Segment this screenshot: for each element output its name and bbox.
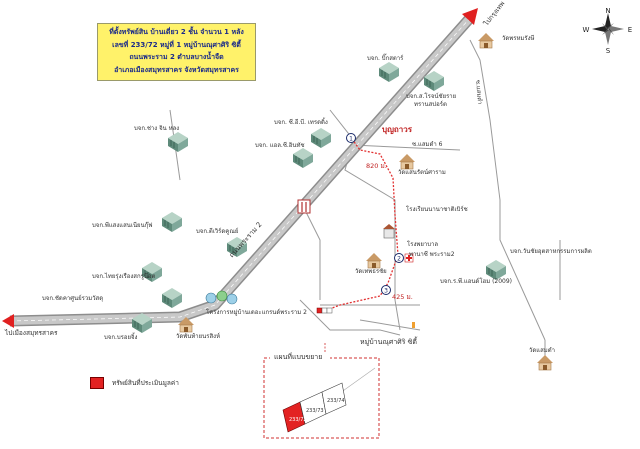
school-icon [383,224,395,239]
temple-icon [536,354,554,371]
building-icon [161,287,183,309]
place-school: โรงเรียนนานาชาติเบิร์ช [406,205,468,213]
place-wat-saemdam: วัดแสมดำ [529,347,555,354]
place-wat-thep-chai: วัดเทพธรชัย [355,268,387,275]
place-chang-jin: บจก.ช่าง จิน หลง [134,125,179,132]
gate-icon [297,199,311,214]
inset-title: แผนที่แบบขยาย [274,352,322,361]
info-line-3: ถนนพระราม 2 ตำบลบางน้ำจืด [129,53,224,61]
info-line-1: ที่ตั้งทรัพย์สิน บ้านเดี่ยว 2 ชั้น จำนวน… [109,28,244,36]
housing-project-icon [205,290,238,305]
distance-label-1: 820 ม. [366,162,387,170]
compass-rose-icon [592,13,624,45]
lot-label-74: 233/74 [327,398,345,404]
lot-label-subject: 233/72 [289,417,307,423]
compass-west-label: W [583,26,590,34]
building-icon [378,61,400,83]
highway-rama2 [9,14,475,327]
place-tiwitd: บจก.ตีเวิร์ดคูณย์ [196,227,238,235]
place-chatkasam: บจก.ชัดคาศูนย์รวมวัสดุ [42,294,103,302]
svg-text:1: 1 [349,136,353,143]
distance-label-2: 425 ม. [392,293,413,301]
place-mubaan: โครงการหมู่บ้านเดอะแกรนด์พระราม 2 [206,308,307,316]
road-label-to-bangkok: ไปกรุงเทพ [482,0,507,28]
building-icon [310,127,332,149]
compass-south-label: S [606,47,611,55]
road-label-soi-right: ซ.แสมดำ [474,80,483,105]
place-wat-phrom-rangsi: วัดพรหมรังษี [502,34,535,42]
place-pancho: บจก.บรอยจิ้ง [104,331,138,341]
waypoint-2: 2 [394,253,404,263]
inset-map: แผนที่แบบขยาย 233/72 233/73 233/74 [263,343,380,439]
hospital-icon [404,253,414,263]
place-thai-rungrueang: บจก.ไทยรุ่งเรืองสกรูน๊อต [92,272,156,280]
building-icon [292,147,314,169]
place-wat-phan: วัดพันท้ายนรสิงห์ [176,332,220,340]
place-pinsaeng: บจก.พีแสงแสนเนียนกุ๊ฟ [92,221,153,229]
temple-icon [477,32,495,49]
place-wansiri: บจก.วันชัยอุตสาหกรรมการผลิต [510,248,592,255]
property-info-box: ที่ตั้งทรัพย์สิน บ้านเดี่ยว 2 ชั้น จำนวน… [97,23,256,81]
temple-icon [398,153,416,170]
compass-north-label: N [605,7,610,15]
legend-label: ทรัพย์สินที่ประเมินมูลค่า [112,379,179,387]
property-marker [316,307,333,314]
waypoint-3: 3 [381,285,391,295]
building-icon [485,259,507,281]
road-label-to-samutsakhon: ไปเมืองสมุทรสาคร [4,329,58,337]
gate-post-icon [412,322,415,328]
place-bunthavorn: บุญถาวร [382,125,413,135]
place-transport: ทรานสปอร์ต [414,100,447,108]
building-icon [161,211,183,233]
svg-text:2: 2 [397,256,401,263]
lot-label-73: 233/73 [306,408,324,414]
place-ck-trading: บจก. ซี.อี.บี. เทรดดิ้ง [274,116,328,126]
info-line-4: อำเภอเมืองสมุทรสาคร จังหวัดสมุทรสาคร [114,65,239,74]
info-line-2: เลขที่ 233/72 หมู่ที่ 1 หมู่บ้านณุศาศิริ… [112,40,241,49]
place-hospital-name: พานาซี พระราม2 [409,250,455,258]
place-hospital: โรงพยาบาล [407,240,438,248]
place-rk-andi: บจก.ร.พี.แอนด์โฮม (2009) [440,277,512,285]
place-big-star: บจก. บิ๊กสตาร์ [367,53,404,62]
place-l-k-inter: บจก. แอล.ซี.อินทัช [255,141,305,149]
place-wat-saeng-ratana: วัดแสนรัตน์ศาราม [398,168,446,176]
temple-icon [365,252,383,269]
building-icon [167,131,189,153]
place-labels: วัดพรหมรังษี บจก. บิ๊กสตาร์ บจก.ส.โรจน์ช… [42,34,592,354]
road-label-soi-saemdam6: ซ.แสมดำ 6 [412,141,443,148]
arrow-to-bangkok [462,8,478,25]
compass-east-label: E [628,26,632,34]
legend-swatch [90,377,104,389]
place-nusa-city: หมู่บ้านณุศาศิริ ซิตี้ [360,335,418,346]
arrow-to-samutsakhon [2,314,14,328]
waypoint-1: 1 [346,133,356,143]
svg-text:3: 3 [384,288,388,295]
place-so-rojana: บจก.ส.โรจน์ชัยราย [406,92,456,100]
